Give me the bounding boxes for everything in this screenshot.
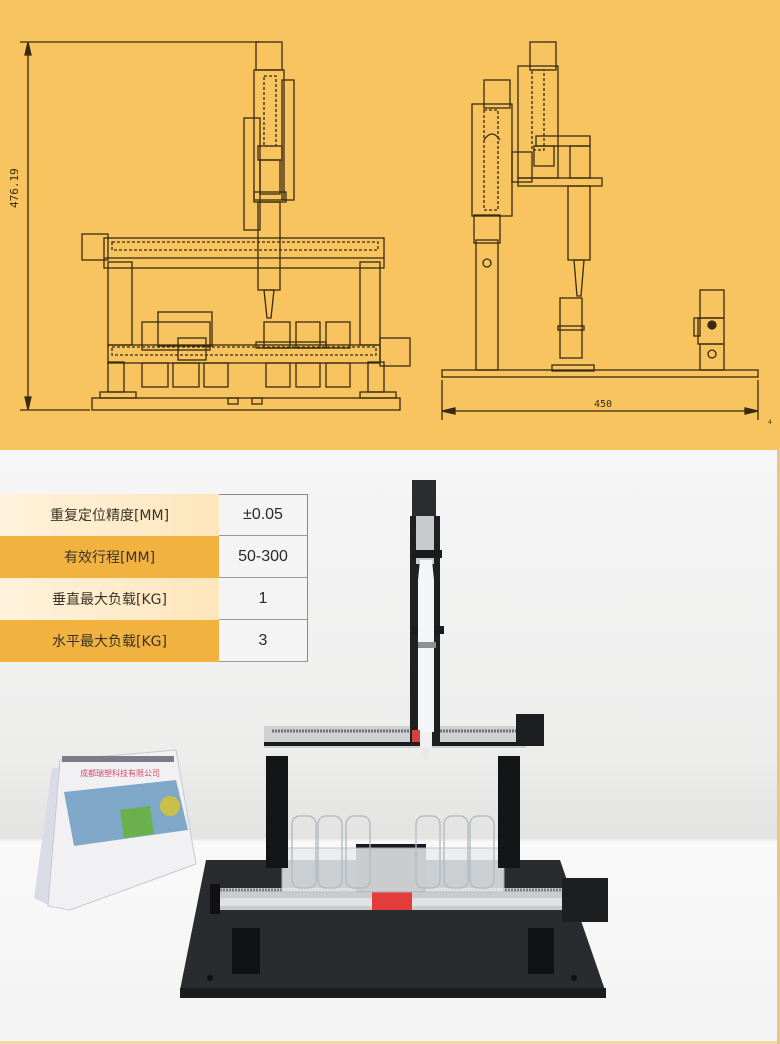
right-border <box>777 450 780 1044</box>
front-view <box>81 41 411 411</box>
spec-value: 50-300 <box>219 536 308 578</box>
corner-mark: 4 <box>768 419 772 426</box>
product-photo-panel: 成都瑞塑科技有限公司 <box>0 450 780 1044</box>
calendar-text: 成都瑞塑科技有限公司 <box>80 768 160 778</box>
spec-label: 水平最大负载[KG] <box>0 620 219 662</box>
spec-label: 垂直最大负载[KG] <box>0 578 219 620</box>
cad-drawing: 476.19 <box>8 41 772 426</box>
spec-value: 3 <box>219 620 308 662</box>
desk-calendar: 成都瑞塑科技有限公司 <box>34 749 197 911</box>
height-dimension-label: 476.19 <box>8 168 21 208</box>
spec-table: 重复定位精度[MM] ±0.05 有效行程[MM] 50-300 垂直最大负载[… <box>0 494 308 662</box>
spec-value: 1 <box>219 578 308 620</box>
bottom-border <box>0 1041 780 1044</box>
spec-row-effective-stroke: 有效行程[MM] 50-300 <box>0 536 308 578</box>
spec-row-vertical-load: 垂直最大负载[KG] 1 <box>0 578 308 620</box>
technical-drawing-panel: 476.19 <box>0 0 780 450</box>
spec-row-repeat-accuracy: 重复定位精度[MM] ±0.05 <box>0 494 308 536</box>
product-photo: 成都瑞塑科技有限公司 <box>34 480 608 998</box>
spec-value: ±0.05 <box>219 494 308 536</box>
height-dimension: 476.19 <box>8 41 260 411</box>
side-view: 450 4 <box>441 41 772 426</box>
spec-label: 重复定位精度[MM] <box>0 494 219 536</box>
width-dimension-label: 450 <box>594 399 612 410</box>
spec-row-horizontal-load: 水平最大负载[KG] 3 <box>0 620 308 662</box>
spec-label: 有效行程[MM] <box>0 536 219 578</box>
